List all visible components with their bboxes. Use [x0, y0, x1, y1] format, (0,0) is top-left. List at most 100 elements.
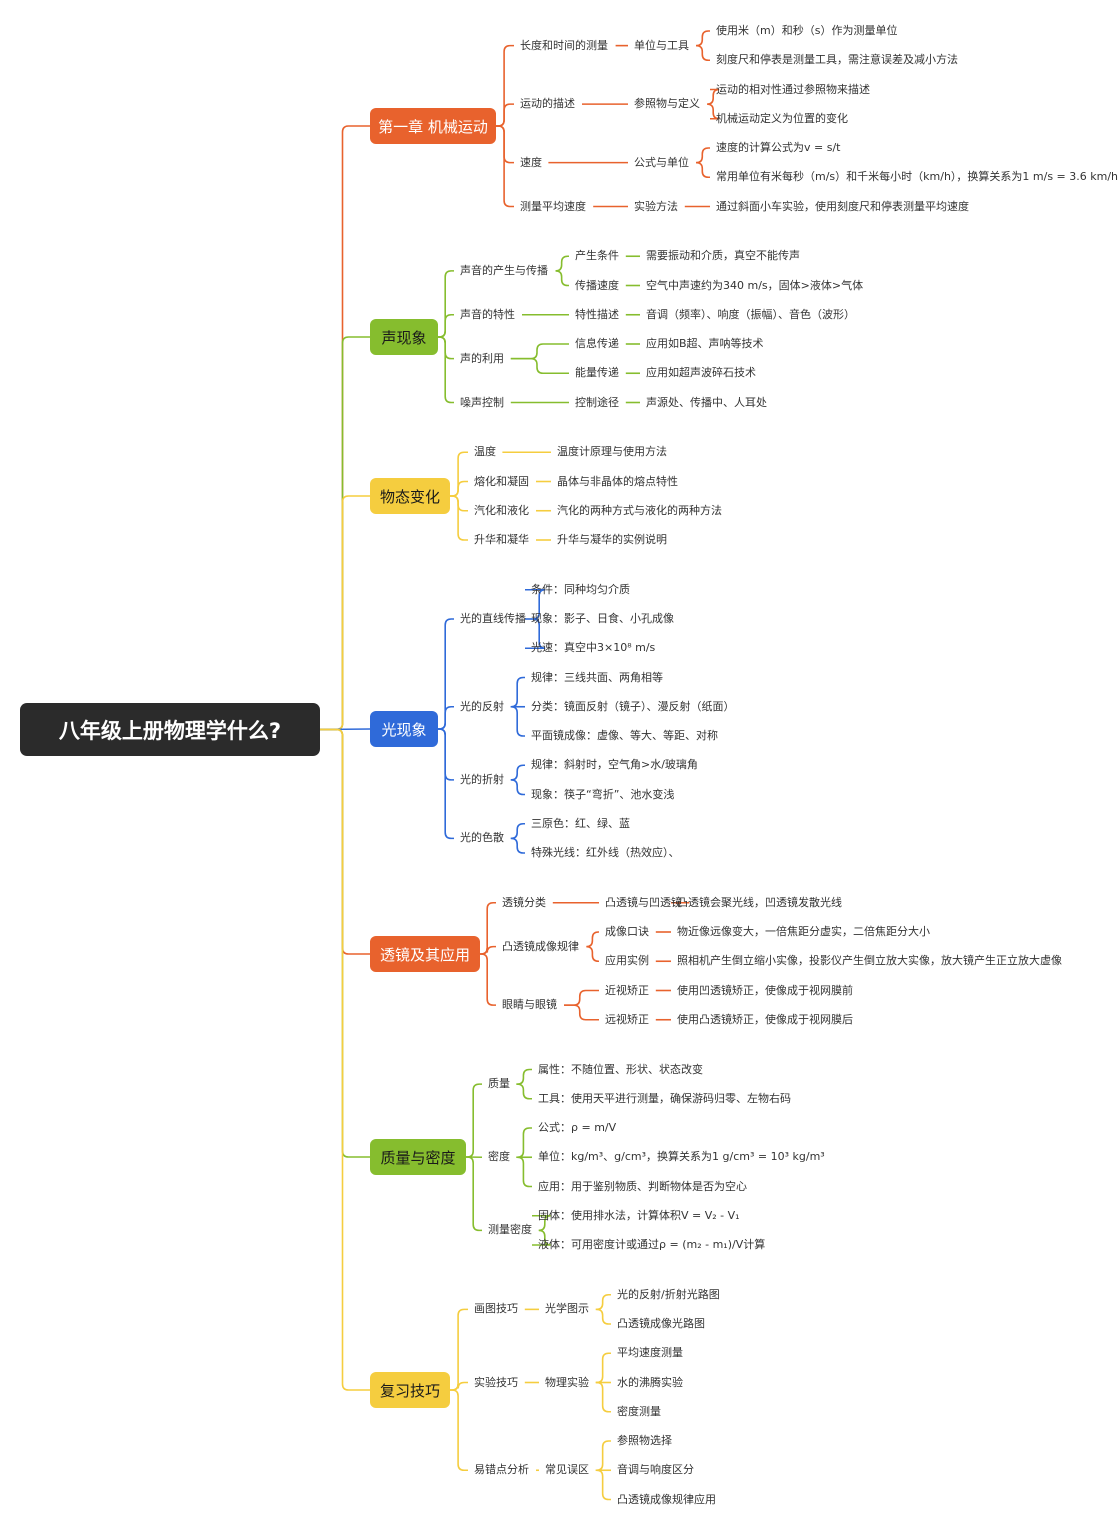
- topic-node[interactable]: 透镜分类: [502, 895, 546, 909]
- subtopic-node[interactable]: 实验方法: [634, 199, 678, 213]
- subtopic-node[interactable]: 应用实例: [605, 954, 649, 968]
- topic-node[interactable]: 光的色散: [460, 831, 504, 845]
- subtopic-node[interactable]: 公式与单位: [634, 155, 689, 169]
- topic-node[interactable]: 声音的特性: [460, 307, 515, 321]
- detail-node[interactable]: 速度的计算公式为v = s/t: [716, 141, 841, 154]
- topic-node[interactable]: 声的利用: [460, 351, 504, 365]
- subtopic-node[interactable]: 近视矫正: [605, 983, 649, 997]
- detail-node[interactable]: 使用米（m）和秒（s）作为测量单位: [716, 24, 898, 37]
- subtopic-node[interactable]: 远视矫正: [605, 1012, 649, 1026]
- detail-node[interactable]: 使用凹透镜矫正，使像成于视网膜前: [677, 983, 853, 997]
- branch-topic[interactable]: 声现象: [370, 319, 438, 355]
- detail-node[interactable]: 使用凸透镜矫正，使像成于视网膜后: [677, 1012, 853, 1026]
- branch-topic[interactable]: 复习技巧: [370, 1372, 450, 1408]
- detail-node[interactable]: 三原色：红、绿、蓝: [531, 816, 630, 830]
- subtopic-node[interactable]: 信息传递: [575, 337, 619, 350]
- detail-node[interactable]: 凸透镜会聚光线，凹透镜发散光线: [677, 895, 842, 909]
- detail-node[interactable]: 特殊光线：红外线（热效应）、: [531, 846, 680, 859]
- detail-node[interactable]: 凸透镜成像规律应用: [617, 1492, 716, 1506]
- detail-node[interactable]: 分类：镜面反射（镜子）、漫反射（纸面）: [531, 699, 735, 713]
- topic-node[interactable]: 易错点分析: [474, 1463, 529, 1477]
- topic-node[interactable]: 汽化和液化: [474, 503, 529, 517]
- detail-node[interactable]: 汽化的两种方式与液化的两种方法: [557, 503, 722, 517]
- subtopic-node[interactable]: 产生条件: [575, 249, 619, 263]
- topic-node[interactable]: 声音的产生与传播: [460, 263, 548, 277]
- detail-node[interactable]: 单位：kg/m³、g/cm³，换算关系为1 g/cm³ = 10³ kg/m³: [538, 1150, 825, 1164]
- topic-node[interactable]: 速度: [520, 155, 542, 169]
- subtopic-node[interactable]: 能量传递: [575, 366, 619, 380]
- topic-node[interactable]: 实验技巧: [474, 1375, 518, 1389]
- subtopic-node[interactable]: 特性描述: [575, 307, 619, 321]
- detail-node[interactable]: 光的反射/折射光路图: [617, 1287, 720, 1301]
- detail-node[interactable]: 应用：用于鉴别物质、判断物体是否为空心: [538, 1179, 747, 1193]
- topic-node[interactable]: 眼睛与眼镜: [502, 998, 557, 1012]
- detail-node[interactable]: 应用如超声波碎石技术: [646, 366, 756, 380]
- branch-topic[interactable]: 物态变化: [370, 478, 450, 514]
- detail-node[interactable]: 固体：使用排水法，计算体积V = V₂ - V₁: [538, 1208, 740, 1222]
- branch-topic[interactable]: 透镜及其应用: [370, 936, 480, 972]
- topic-node[interactable]: 长度和时间的测量: [520, 38, 608, 52]
- subtopic-node[interactable]: 常见误区: [545, 1463, 589, 1477]
- detail-node[interactable]: 温度计原理与使用方法: [557, 445, 667, 459]
- branch-topic[interactable]: 光现象: [370, 711, 438, 747]
- subtopic-node[interactable]: 物理实验: [545, 1375, 589, 1389]
- subtopic-node[interactable]: 传播速度: [575, 278, 619, 292]
- root-topic[interactable]: 八年级上册物理学什么?: [20, 703, 320, 756]
- topic-node[interactable]: 密度: [488, 1150, 510, 1164]
- topic-node[interactable]: 测量平均速度: [520, 199, 586, 213]
- subtopic-node[interactable]: 单位与工具: [634, 38, 689, 52]
- subtopic-node[interactable]: 参照物与定义: [634, 97, 700, 111]
- detail-node[interactable]: 光速：真空中3×10⁸ m/s: [531, 641, 656, 655]
- topic-node[interactable]: 光的直线传播: [460, 612, 526, 625]
- topic-node[interactable]: 画图技巧: [474, 1302, 518, 1316]
- detail-node[interactable]: 音调（频率）、响度（振幅）、音色（波形）: [646, 307, 855, 321]
- topic-node[interactable]: 噪声控制: [460, 395, 504, 409]
- detail-node[interactable]: 凸透镜成像光路图: [617, 1317, 705, 1330]
- topic-node[interactable]: 凸透镜成像规律: [502, 939, 579, 953]
- topic-node[interactable]: 光的折射: [460, 772, 504, 786]
- branch-topic[interactable]: 质量与密度: [370, 1139, 466, 1175]
- detail-node[interactable]: 平均速度测量: [617, 1346, 683, 1360]
- detail-node[interactable]: 常用单位有米每秒（m/s）和千米每小时（km/h），换算关系为1 m/s = 3…: [716, 170, 1118, 184]
- detail-node[interactable]: 应用如B超、声呐等技术: [646, 337, 764, 350]
- detail-node[interactable]: 需要振动和介质，真空不能传声: [646, 249, 800, 263]
- detail-node[interactable]: 音调与响度区分: [617, 1463, 694, 1477]
- topic-node[interactable]: 测量密度: [488, 1223, 532, 1237]
- detail-node[interactable]: 规律：三线共面、两角相等: [531, 670, 663, 684]
- detail-node[interactable]: 晶体与非晶体的熔点特性: [557, 474, 678, 488]
- detail-node[interactable]: 机械运动定义为位置的变化: [716, 111, 848, 125]
- subtopic-node[interactable]: 凸透镜与凹透镜: [605, 895, 682, 909]
- detail-node[interactable]: 液体：可用密度计或通过ρ = (m₂ - m₁)/V计算: [538, 1238, 766, 1251]
- subtopic-node[interactable]: 控制途径: [575, 395, 619, 409]
- connector-line: [525, 618, 546, 650]
- detail-node[interactable]: 现象：影子、日食、小孔成像: [531, 612, 674, 625]
- topic-node[interactable]: 升华和凝华: [474, 533, 529, 546]
- detail-node[interactable]: 条件：同种均匀介质: [531, 582, 630, 596]
- detail-node[interactable]: 升华与凝华的实例说明: [557, 533, 667, 546]
- topic-node[interactable]: 质量: [488, 1077, 510, 1091]
- detail-node[interactable]: 物近像远像变大，一倍焦距分虚实，二倍焦距分大小: [677, 925, 930, 938]
- detail-node[interactable]: 现象：筷子“弯折”、池水变浅: [531, 787, 675, 801]
- detail-node[interactable]: 空气中声速约为340 m/s，固体>液体>气体: [646, 278, 864, 292]
- detail-node[interactable]: 刻度尺和停表是测量工具，需注意误差及减小方法: [716, 53, 958, 67]
- detail-node[interactable]: 参照物选择: [617, 1434, 672, 1447]
- branch-topic[interactable]: 第一章 机械运动: [370, 108, 496, 144]
- detail-node[interactable]: 通过斜面小车实验，使用刻度尺和停表测量平均速度: [716, 199, 969, 213]
- topic-node[interactable]: 运动的描述: [520, 97, 575, 111]
- detail-node[interactable]: 平面镜成像：虚像、等大、等距、对称: [531, 729, 718, 742]
- topic-node[interactable]: 熔化和凝固: [474, 474, 529, 488]
- detail-node[interactable]: 规律：斜射时，空气角>水/玻璃角: [531, 758, 698, 772]
- detail-node[interactable]: 属性：不随位置、形状、状态改变: [538, 1062, 703, 1076]
- connector-line: [707, 103, 720, 120]
- detail-node[interactable]: 工具：使用天平进行测量，确保游码归零、左物右码: [538, 1091, 791, 1105]
- subtopic-node[interactable]: 光学图示: [545, 1302, 589, 1316]
- topic-node[interactable]: 温度: [474, 445, 496, 459]
- detail-node[interactable]: 声源处、传播中、人耳处: [646, 395, 767, 409]
- detail-node[interactable]: 运动的相对性通过参照物来描述: [716, 82, 870, 96]
- detail-node[interactable]: 照相机产生倒立缩小实像，投影仪产生倒立放大实像，放大镜产生正立放大虚像: [677, 954, 1062, 968]
- topic-node[interactable]: 光的反射: [460, 699, 504, 713]
- detail-node[interactable]: 密度测量: [617, 1404, 661, 1418]
- subtopic-node[interactable]: 成像口诀: [605, 925, 649, 938]
- detail-node[interactable]: 水的沸腾实验: [617, 1375, 683, 1389]
- detail-node[interactable]: 公式：ρ = m/V: [538, 1121, 617, 1134]
